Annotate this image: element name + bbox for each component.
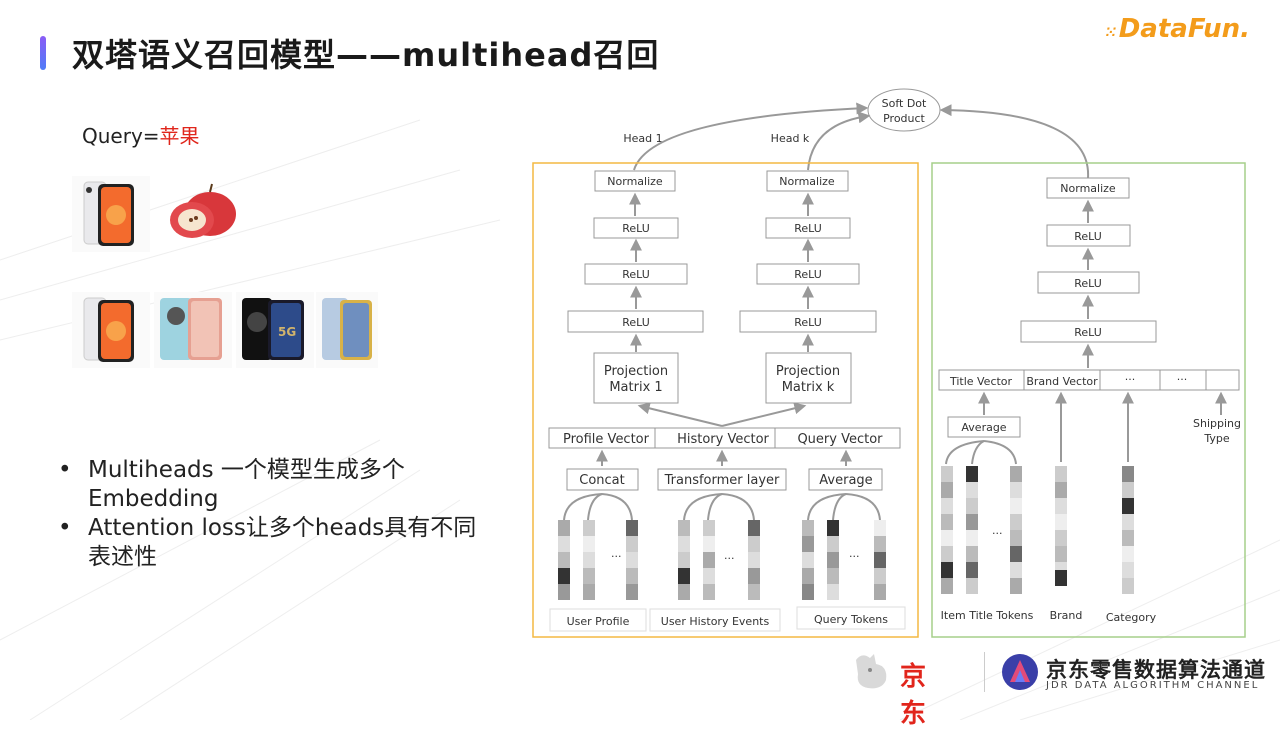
- channel-english-name: JDR DATA ALGORITHM CHANNEL: [1046, 680, 1260, 691]
- query-prefix: Query=: [82, 124, 160, 148]
- jd-brand-text: 京东: [900, 662, 927, 729]
- logo-dots-icon: ⁙: [1104, 25, 1117, 41]
- bullet-dot: •: [58, 515, 72, 541]
- bullet-item: • Attention loss让多个heads具有不同表述性: [58, 514, 498, 572]
- phone-image: [316, 292, 378, 368]
- query-keyword: 苹果: [159, 124, 200, 148]
- datafun-logo: ⁙DataFun.: [1105, 14, 1250, 44]
- bullet-text: Attention loss让多个heads具有不同表述性: [88, 515, 477, 570]
- phone-image: [72, 176, 150, 252]
- svg-text:5G: 5G: [278, 325, 296, 339]
- bullet-text: Multiheads 一个模型生成多个Embedding: [88, 457, 405, 512]
- phone-image: [72, 292, 150, 368]
- phone-image: 5G: [236, 292, 314, 368]
- bullet-list: • Multiheads 一个模型生成多个Embedding • Attenti…: [58, 456, 498, 572]
- bullet-item: • Multiheads 一个模型生成多个Embedding: [58, 456, 498, 514]
- query-label: Query=苹果: [82, 120, 200, 149]
- channel-logo-icon: [1002, 654, 1038, 690]
- channel-name: 京东零售数据算法通道: [1046, 658, 1266, 682]
- apple-fruit-image: [170, 183, 236, 238]
- title-accent-bar: [40, 36, 46, 70]
- jd-dog-icon: [856, 654, 887, 689]
- slide-title: 双塔语义召回模型——multihead召回: [72, 36, 660, 74]
- footer-divider: [984, 652, 985, 692]
- bullet-dot: •: [58, 457, 72, 483]
- logo-text: DataFun.: [1118, 14, 1250, 44]
- phone-image: [154, 292, 232, 368]
